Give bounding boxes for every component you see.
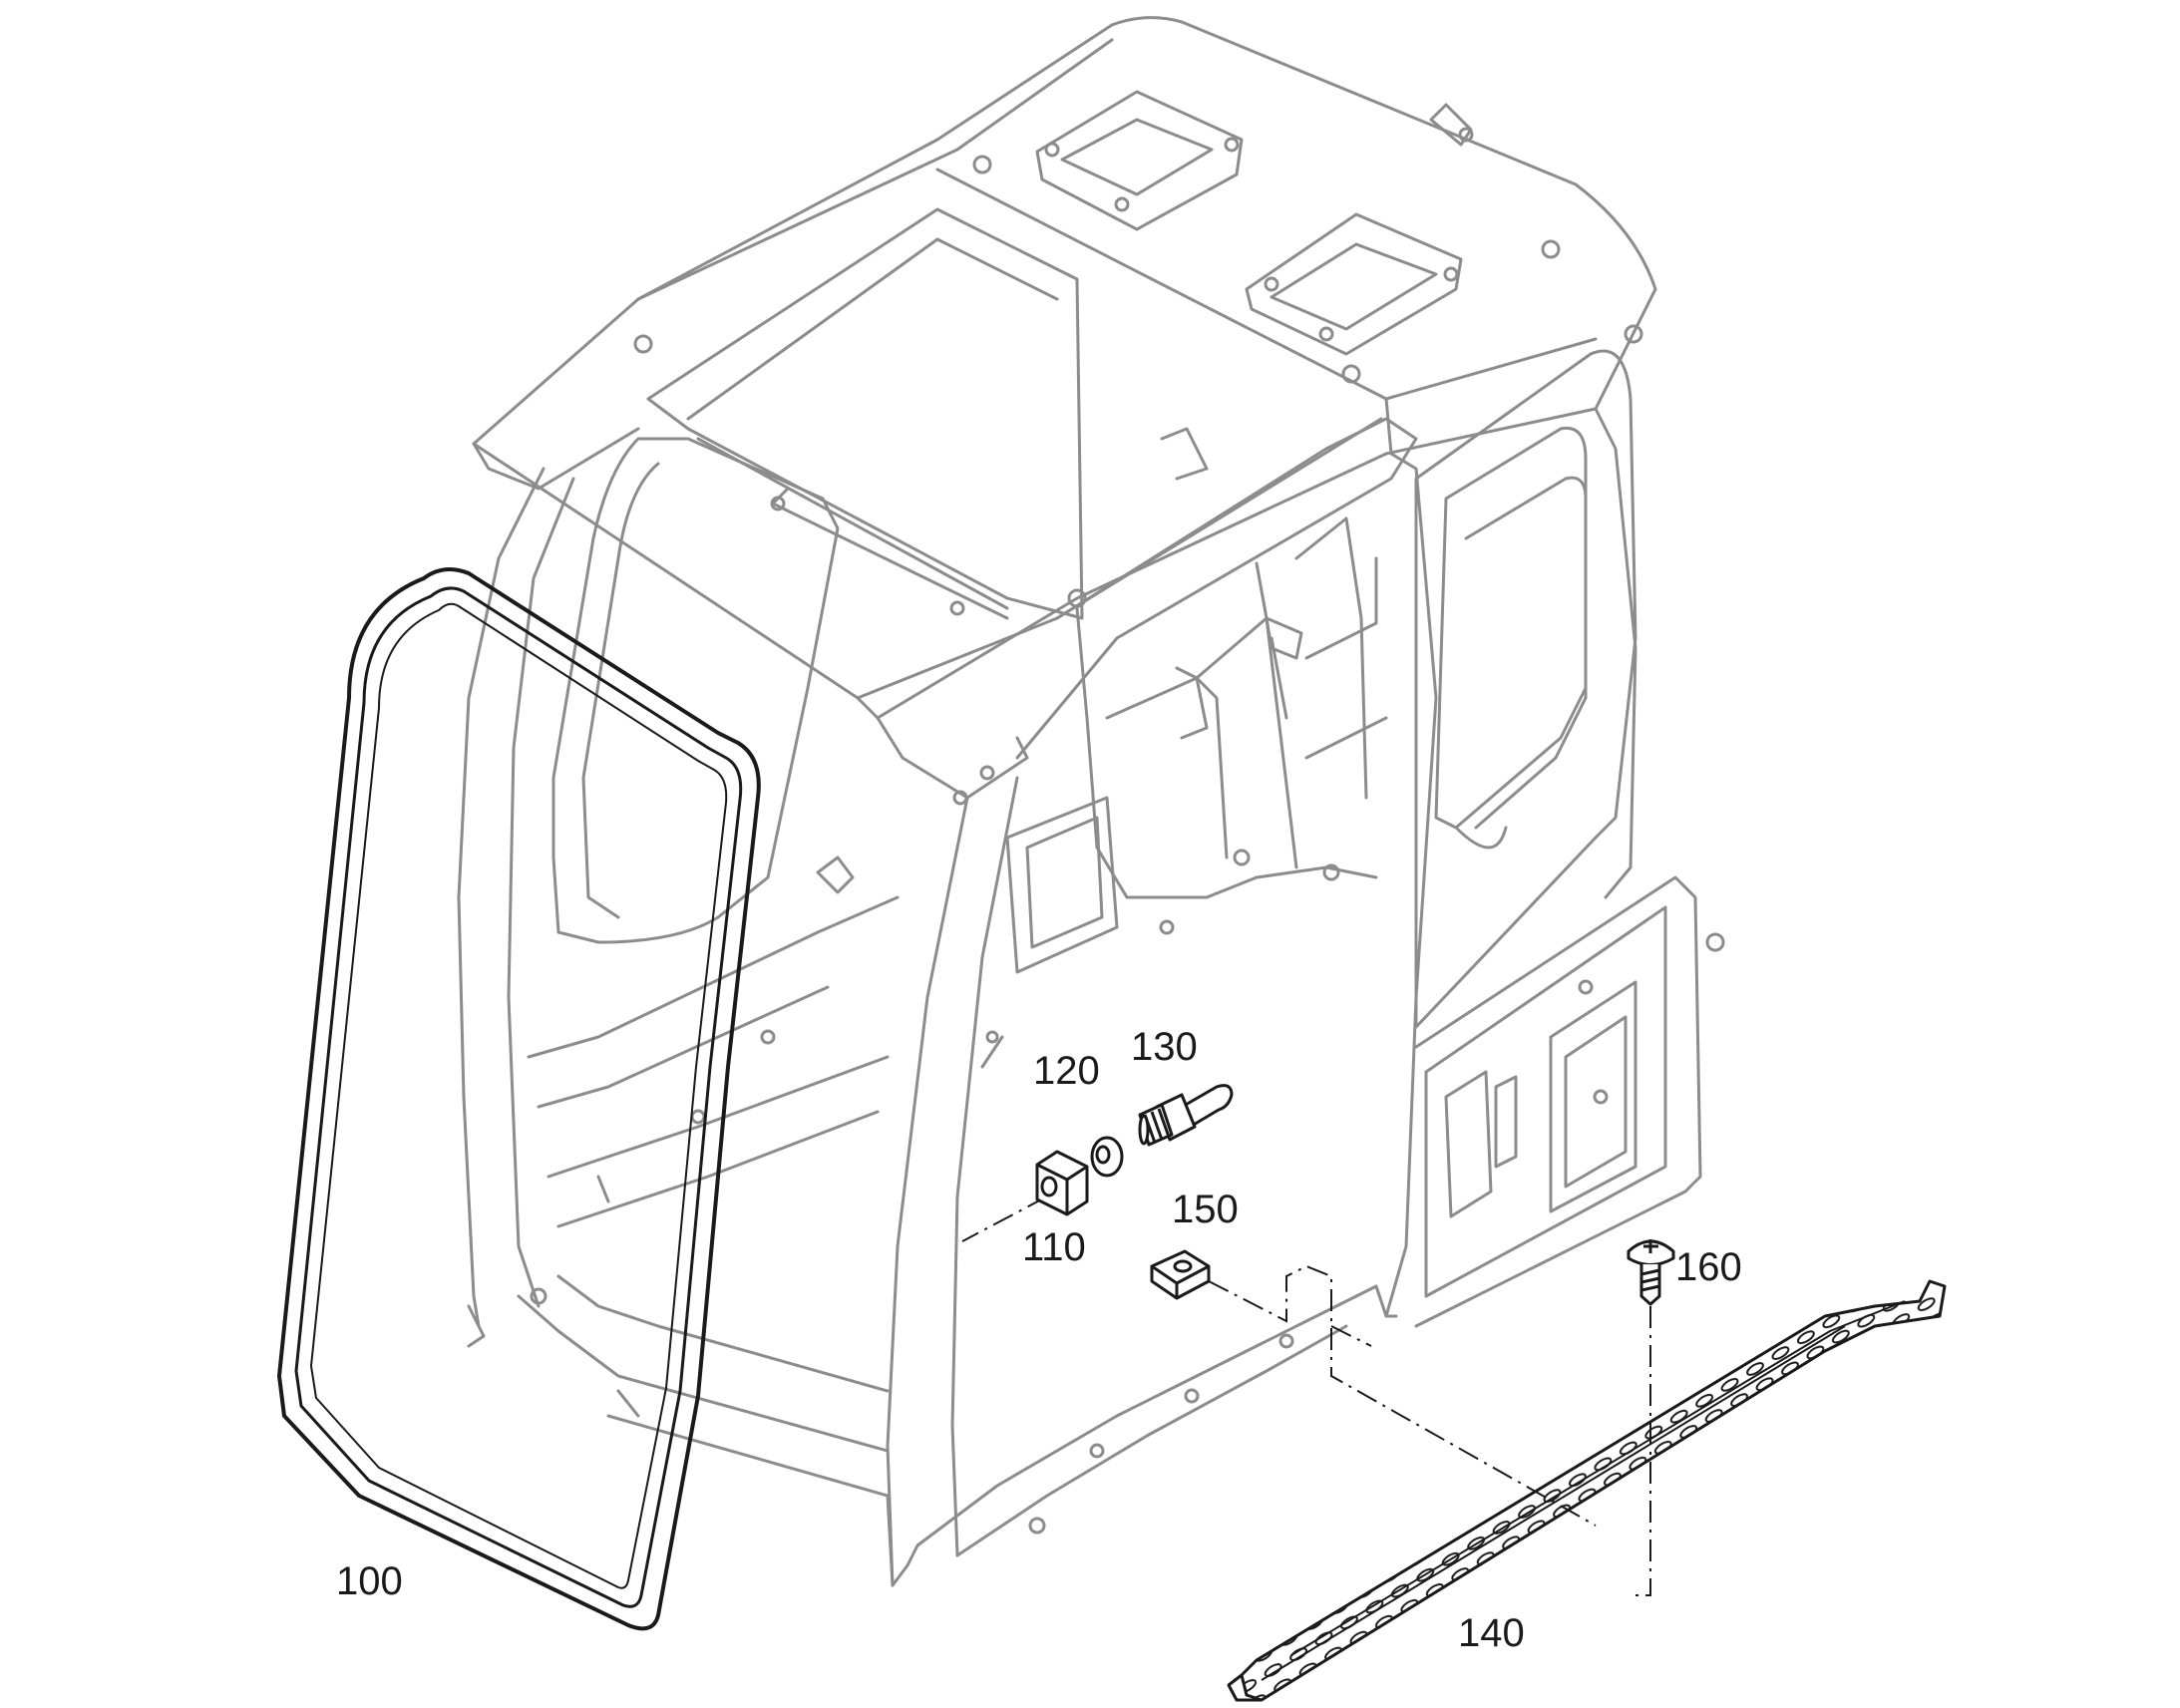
cab-frame [457, 16, 1725, 1587]
part-130-bolt [1138, 1084, 1234, 1147]
callout-160: 160 [1675, 1245, 1742, 1289]
part-120-washer [1090, 1136, 1124, 1178]
callout-110: 110 [1022, 1225, 1086, 1269]
callout-100: 100 [336, 1559, 403, 1603]
part-100-door-seal [277, 567, 761, 1631]
part-160-screw [1627, 1239, 1675, 1306]
callout-130: 130 [1131, 1025, 1198, 1069]
callout-150: 150 [1172, 1188, 1239, 1231]
part-110-square-nut [1035, 1150, 1089, 1216]
callout-140: 140 [1458, 1611, 1525, 1655]
part-140-step-plate [1227, 1279, 1947, 1702]
leader-lines [961, 1196, 1651, 1596]
callout-120: 120 [1033, 1049, 1100, 1093]
part-150-clip-nut [1150, 1249, 1211, 1300]
